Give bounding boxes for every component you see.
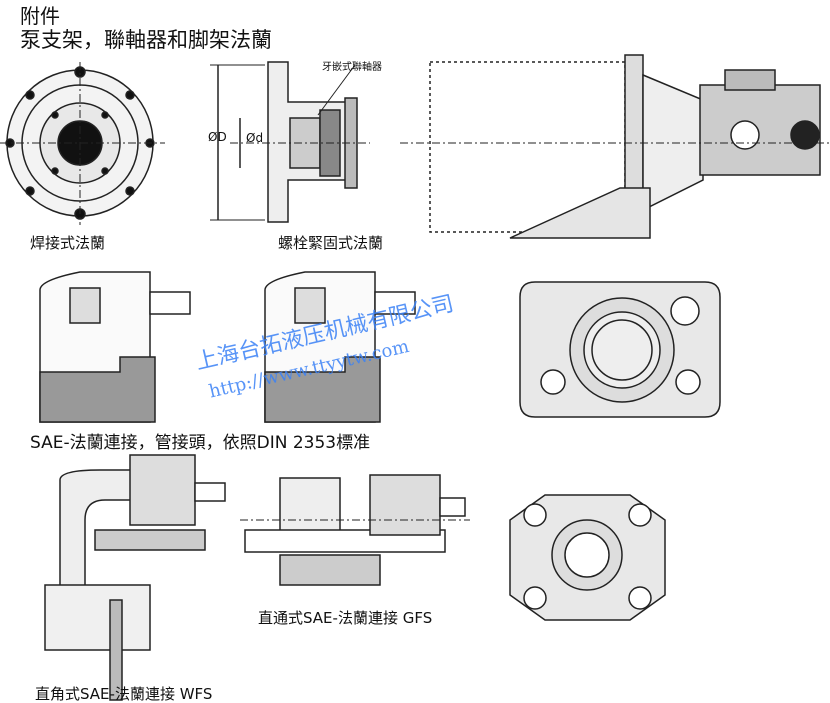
bolt-flange-label: 螺栓緊固式法蘭 [278,234,384,252]
dim-d-inner: Ød [246,131,264,145]
dim-d-outer: ØD [208,130,227,144]
wfs-fitting-drawing [44,454,226,701]
weld-flange-label: 焊接式法蘭 [30,234,106,252]
weld-flange-drawing [0,62,165,225]
coupling-label: 牙嵌式聯軸器 [322,62,382,73]
sae-flange-section-1 [39,271,191,423]
gfs-label: 直通式SAE-法蘭連接 GFS [258,609,433,627]
gfs-fitting-drawing [240,474,470,586]
sae-flange-front-view [519,281,721,418]
section-label: 附件 [20,4,60,28]
bolt-flange-drawing [210,61,370,223]
motor-pump-assembly-drawing [400,54,830,239]
four-bolt-flange-front-view [509,494,666,621]
page-title: 泵支架，聯軸器和脚架法蘭 [20,28,272,52]
sae-section-title: SAE-法蘭連接，管接頭，依照DIN 2353標准 [30,433,371,453]
wfs-label: 直角式SAE-法蘭連接 WFS [35,685,213,703]
sae-flange-section-2 [264,271,416,423]
